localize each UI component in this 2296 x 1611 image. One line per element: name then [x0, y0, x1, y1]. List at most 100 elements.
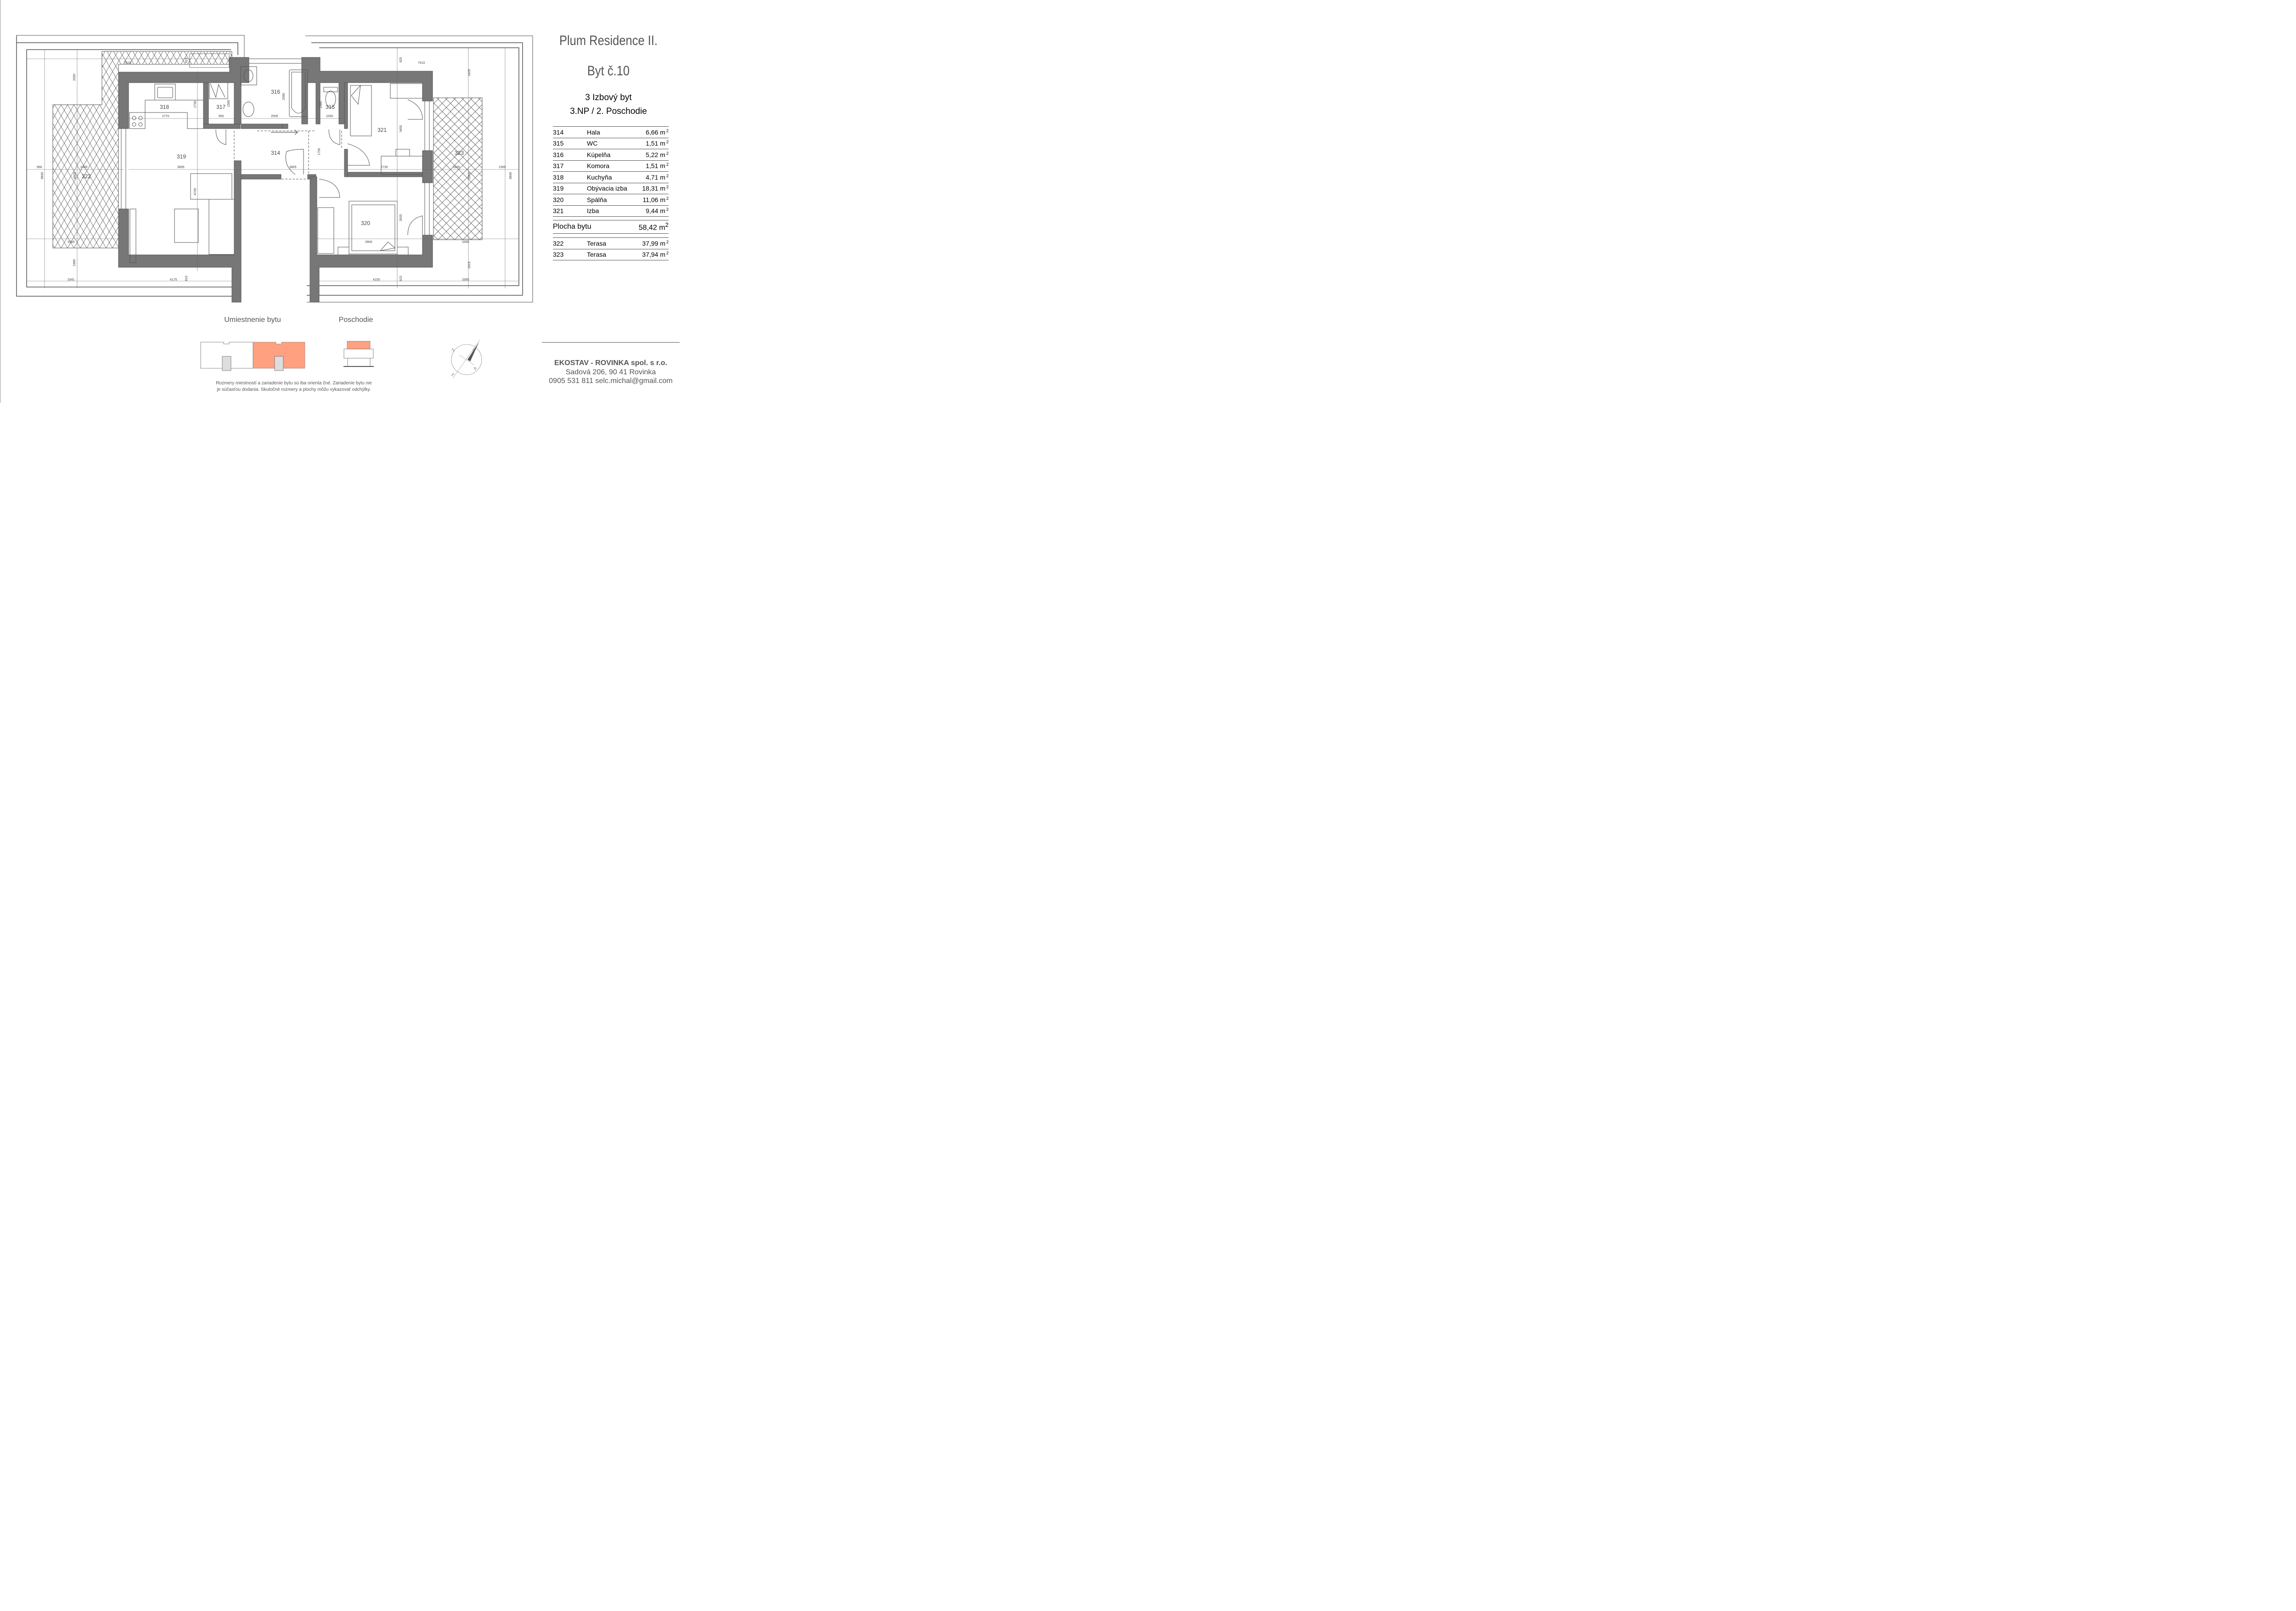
svg-text:3805: 3805: [289, 166, 297, 169]
unit-title: Byt č.10: [587, 63, 630, 79]
svg-text:4700: 4700: [194, 188, 197, 195]
svg-text:1750: 1750: [318, 148, 321, 155]
svg-text:2085: 2085: [282, 93, 286, 100]
svg-text:2770: 2770: [162, 115, 169, 118]
unit-floor: 3.NP / 2. Poschodie: [570, 107, 647, 116]
floor-diagram-label: Poschodie: [338, 316, 373, 324]
room-label-316: 316: [271, 89, 280, 95]
terrace-322-frame: [16, 35, 245, 297]
svg-text:3895: 3895: [177, 166, 185, 169]
svg-text:1700: 1700: [194, 101, 197, 108]
room-label-323: 323: [455, 150, 464, 156]
project-title: Plum Residence II.: [559, 33, 658, 48]
room-label-317: 317: [216, 104, 225, 110]
thresholds: [234, 130, 342, 180]
unit-type: 3 Izbový byt: [585, 93, 632, 102]
svg-text:1815: 1815: [468, 261, 471, 269]
svg-text:2505: 2505: [271, 115, 278, 118]
dimension-lines: [27, 48, 519, 288]
room-label-320: 320: [361, 220, 370, 226]
disclaimer: Rozmery miestností a zariadenie bytu sú …: [216, 381, 372, 392]
compass-north-label: S: [472, 347, 477, 353]
svg-text:1825: 1825: [468, 69, 471, 76]
walls: [118, 57, 433, 303]
svg-text:3341: 3341: [68, 278, 75, 282]
svg-text:4800: 4800: [73, 172, 77, 179]
svg-text:8830: 8830: [41, 172, 44, 179]
compass-icon: S Z V J: [450, 339, 482, 379]
location-diagram-label: Umiestnenie bytu: [224, 316, 281, 324]
svg-text:3366: 3366: [68, 241, 75, 244]
svg-text:7510: 7510: [418, 62, 425, 65]
svg-text:950: 950: [219, 115, 224, 118]
room-label-321: 321: [377, 127, 387, 133]
company-contact: 0905 531 811 selc.michal@gmail.com: [549, 377, 673, 385]
svg-text:5200: 5200: [468, 172, 471, 179]
svg-text:1980: 1980: [73, 259, 76, 266]
room-label-314: 314: [271, 150, 280, 156]
svg-text:2400: 2400: [80, 166, 88, 169]
svg-text:825: 825: [400, 57, 403, 62]
svg-text:815: 815: [185, 276, 188, 281]
floor-plan: 318 317 316 315 321 319 314 322 323 320 …: [0, 0, 533, 403]
svg-text:3365: 3365: [462, 278, 469, 282]
svg-text:2050: 2050: [73, 73, 76, 81]
svg-text:3365: 3365: [462, 241, 469, 244]
terrace-323-hatch: [433, 97, 483, 240]
svg-text:4150: 4150: [373, 278, 380, 282]
fixtures: [129, 66, 423, 263]
window-living: [121, 128, 126, 209]
svg-text:8840: 8840: [509, 172, 512, 179]
svg-text:1585: 1585: [227, 100, 231, 107]
unit-highlight: [253, 342, 305, 369]
svg-text:4175: 4175: [170, 278, 177, 282]
compass-west-label: Z: [450, 347, 456, 352]
svg-text:1050: 1050: [326, 115, 333, 118]
svg-text:7516: 7516: [124, 62, 131, 65]
company-address: Sadová 206, 90 41 Rovinka: [565, 368, 656, 376]
terrace-323-frame: [305, 35, 533, 303]
company-block: EKOSTAV - ROVINKA spol. s r.o. Sadová 20…: [542, 342, 680, 385]
floor-highlight: [347, 341, 371, 349]
svg-text:2835: 2835: [400, 214, 403, 221]
window-321: [424, 101, 430, 151]
room-label-318: 318: [160, 104, 169, 110]
svg-text:1565: 1565: [499, 166, 506, 169]
svg-text:1800: 1800: [453, 166, 460, 169]
compass-east-label: V: [473, 366, 478, 371]
room-label-322: 322: [82, 173, 91, 180]
door-swings: [215, 99, 423, 236]
svg-text:815: 815: [400, 276, 403, 281]
svg-text:2735: 2735: [381, 166, 388, 169]
svg-text:1585: 1585: [320, 101, 323, 108]
terrace-furniture: [189, 53, 230, 68]
svg-text:3450: 3450: [400, 125, 403, 132]
window-bath: [248, 58, 302, 64]
svg-text:815: 815: [185, 57, 188, 63]
room-label-315: 315: [326, 104, 335, 110]
company-name: EKOSTAV - ROVINKA spol. s r.o.: [554, 359, 667, 367]
stove: [129, 112, 146, 129]
svg-text:966: 966: [37, 166, 42, 169]
stair-core: [222, 356, 231, 371]
compass-south-label: J: [451, 372, 455, 377]
dimension-texts: 7516 815 2050 2770 1700 950 1585 2085 25…: [37, 57, 512, 282]
window-320: [424, 182, 430, 236]
stair-core: [274, 356, 284, 371]
floor-section-diagram: [343, 341, 374, 367]
room-label-319: 319: [177, 153, 186, 160]
svg-text:3900: 3900: [365, 241, 372, 244]
location-diagram: [200, 342, 305, 371]
